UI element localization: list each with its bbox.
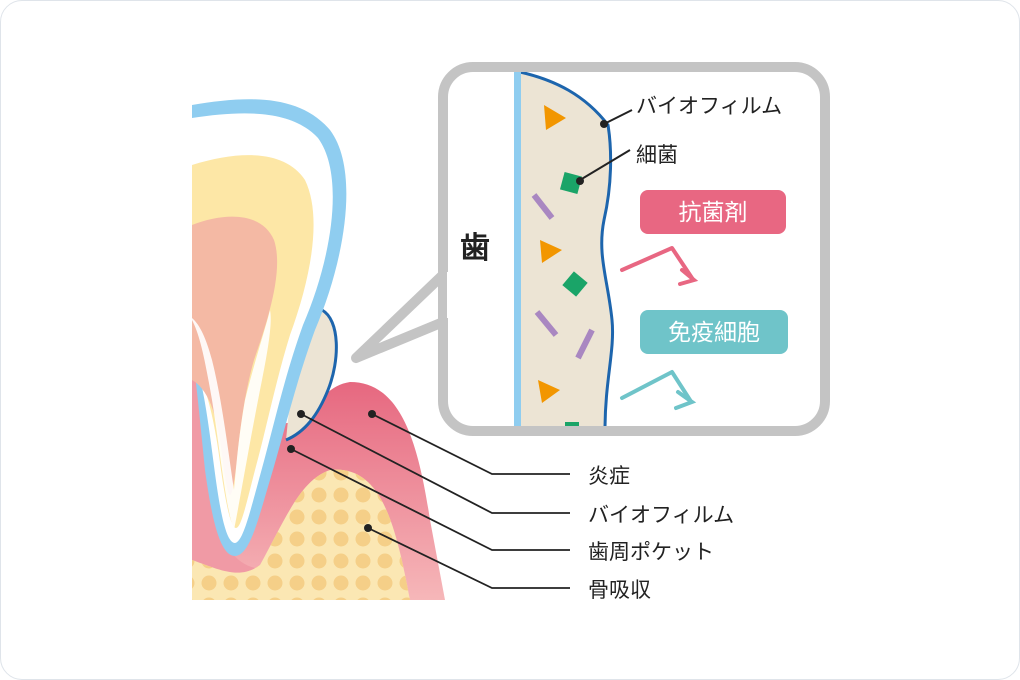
zoom-label-bacteria: 細菌 <box>636 143 678 167</box>
zoom-label-biofilm: バイオフィルム <box>636 94 782 118</box>
zoom-biofilm <box>520 72 613 426</box>
antibacterial-arrow <box>620 246 694 280</box>
immune-arrow <box>620 370 692 402</box>
immune-pill-label: 免疫細胞 <box>668 320 760 346</box>
immune-pill <box>640 310 788 354</box>
gum-inner <box>192 360 300 600</box>
callout-leaders <box>290 413 570 589</box>
tooth-biofilm-line <box>285 308 338 442</box>
bacteria-marker <box>576 177 584 185</box>
bone-pores <box>192 469 410 600</box>
bacteria-square <box>565 422 579 426</box>
callout-periodontal-pocket: 歯周ポケット <box>588 540 714 564</box>
bacteria-square <box>559 171 583 195</box>
tooth-section <box>192 99 445 600</box>
tooth-label: 歯 <box>460 231 490 266</box>
zoom-content <box>514 72 699 426</box>
antibacterial-pill-label: 抗菌剤 <box>679 200 748 226</box>
bacteria-rod <box>531 193 555 220</box>
bacteria-triangle <box>538 380 560 403</box>
bacteria-triangle <box>540 240 562 263</box>
bacteria-triangle <box>544 105 566 130</box>
zoom-bubble <box>438 62 830 436</box>
bacteria-rod <box>534 310 559 337</box>
biofilm-marker <box>600 120 608 128</box>
callout-bone-resorption: 骨吸収 <box>588 578 651 602</box>
callout-inflammation: 炎症 <box>588 464 630 488</box>
zoom-bubble-tail <box>351 266 452 363</box>
pulp <box>192 216 278 495</box>
antibacterial-pill <box>640 190 786 234</box>
root-canal-outline <box>192 310 271 530</box>
zoom-tooth-surface <box>514 72 521 426</box>
callout-biofilm: バイオフィルム <box>588 503 734 527</box>
bacteria-square <box>562 271 588 297</box>
bacteria-rod <box>575 328 595 360</box>
zoom-biofilm-line <box>519 72 615 426</box>
